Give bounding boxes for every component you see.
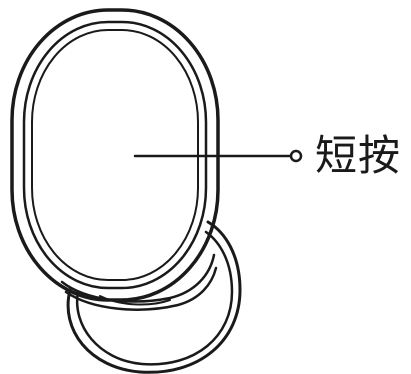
callout-endpoint-dot: [291, 151, 301, 161]
short-press-label: 短按: [315, 128, 401, 184]
